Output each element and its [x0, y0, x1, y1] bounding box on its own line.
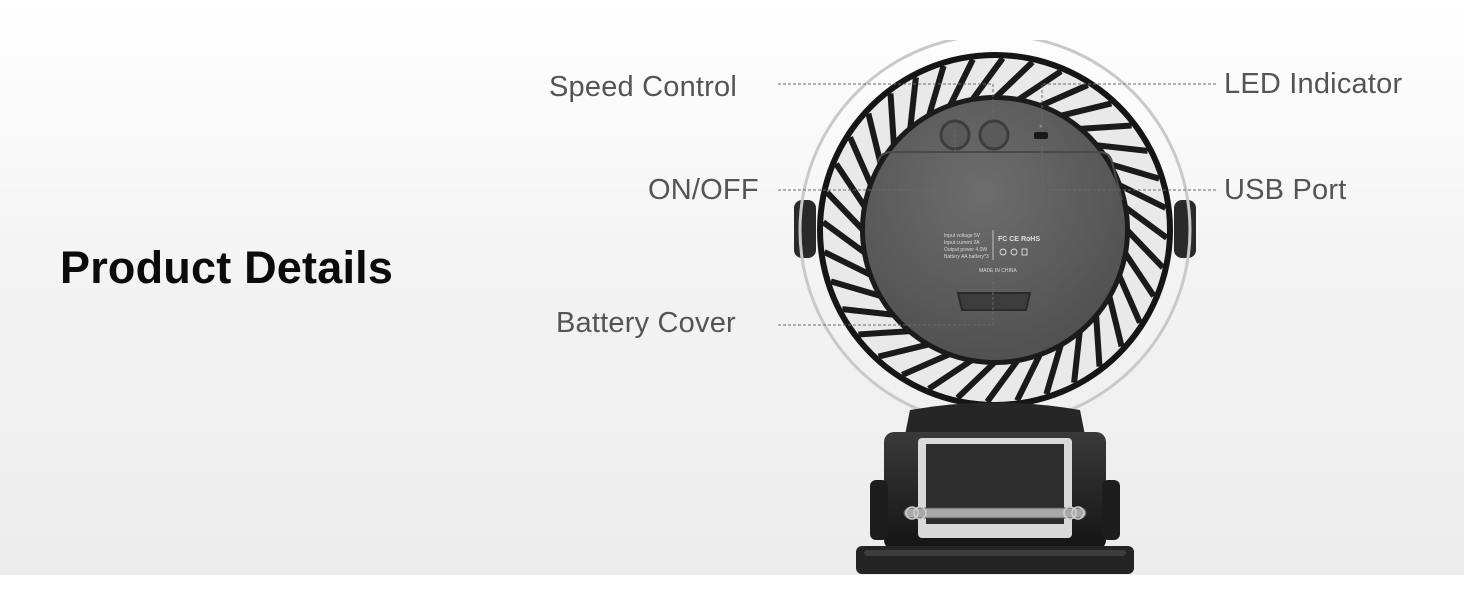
clip-side-right: [1102, 480, 1120, 540]
fan-neck: [904, 402, 1086, 440]
grille-slat: [1014, 352, 1043, 402]
grille-slat: [1071, 330, 1083, 384]
grille-slat: [1116, 273, 1143, 324]
led-indicator-dot: [1039, 124, 1043, 128]
spec-line: Input current 2A: [944, 240, 980, 246]
callout-usb-port: USB Port: [1224, 174, 1347, 206]
right-pivot-arm: [1174, 200, 1196, 258]
grille-slat: [1122, 251, 1157, 298]
grille-slat: [887, 93, 897, 146]
grille-slat: [1079, 122, 1132, 132]
recycle-icons: [999, 248, 1028, 256]
grille-slat: [955, 359, 998, 401]
clip-spring: [905, 506, 1085, 520]
clip-side-left: [870, 480, 888, 540]
clip-hinge-bar: [903, 507, 1087, 519]
fan-graphic: Input voltage 5V Input current 2A Output…: [794, 33, 1196, 574]
speed-control-button: [978, 119, 1010, 151]
grille-slat: [821, 219, 867, 256]
callout-on-off: ON/OFF: [648, 174, 759, 206]
battery-latch: [956, 292, 1032, 311]
left-pivot-arm: [794, 200, 816, 258]
grille-slat: [984, 358, 1021, 404]
grille-slat: [877, 341, 930, 360]
grille-slat: [1124, 227, 1166, 270]
grille-slat: [858, 328, 911, 338]
grille-slat: [1043, 343, 1064, 395]
callout-battery-cover: Battery Cover: [556, 307, 736, 339]
grille-slat: [1016, 68, 1063, 103]
page-title: Product Details: [60, 242, 394, 293]
certification-marks: FC CE RoHS: [998, 236, 1040, 243]
made-in-label: MADE IN CHINA: [979, 268, 1017, 274]
spec-line: Input voltage 5V: [944, 233, 981, 239]
grille-slat: [992, 59, 1035, 101]
clip-fan-illustration: Input voltage 5V Input current 2A Output…: [760, 33, 1230, 575]
spec-line: Output power 4.0W: [944, 247, 987, 253]
callout-led-indicator: LED Indicator: [1224, 68, 1403, 100]
grille-slat: [824, 190, 866, 233]
on-off-button: [939, 119, 971, 151]
spec-line: Battery AA battery*3: [944, 254, 989, 260]
grille-slat: [1123, 204, 1169, 241]
grille-slat: [901, 351, 952, 378]
callout-speed-control: Speed Control: [549, 71, 737, 103]
grille-slat: [1106, 295, 1125, 348]
usb-port: [1034, 132, 1048, 139]
grille-slat: [927, 357, 974, 392]
grille-slat: [1093, 314, 1103, 367]
